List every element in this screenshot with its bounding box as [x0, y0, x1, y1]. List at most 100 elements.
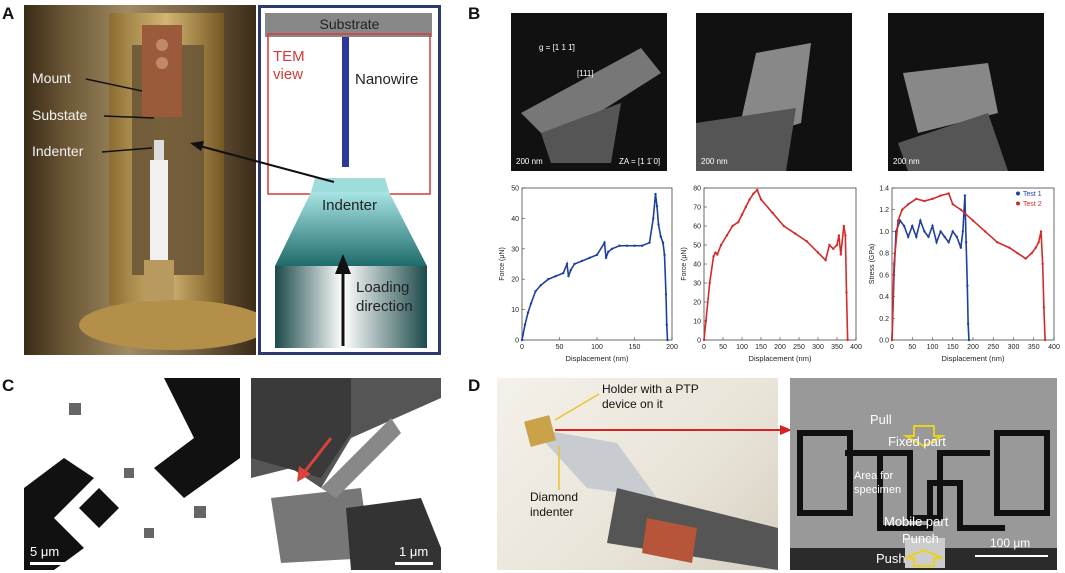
data-point: [652, 217, 655, 220]
sem-3-scale: 200 nm: [893, 157, 920, 166]
sem-image-3-illustration: [898, 63, 1008, 171]
holder-photo-illustration: [79, 13, 256, 350]
data-point: [964, 241, 968, 244]
y-tick-label: 80: [693, 186, 701, 193]
y-tick-label: 50: [693, 243, 701, 250]
y-tick-label: 50: [511, 186, 519, 193]
y-tick-label: 0: [697, 338, 701, 345]
y-tick-label: 0.8: [879, 251, 889, 258]
data-point: [702, 338, 706, 342]
ptp-sem-image: Pull Fixed part Area for specimen Mobile…: [790, 378, 1057, 570]
x-tick-label: 150: [755, 344, 767, 351]
tem-image-left-illustration: [24, 378, 240, 570]
y-tick-label: 60: [693, 224, 701, 231]
data-point: [959, 246, 963, 249]
data-point: [567, 274, 570, 278]
loading-label-2: direction: [356, 298, 413, 315]
data-point: [816, 251, 820, 254]
x-tick-label: 250: [793, 344, 805, 351]
y-axis-label: Stress (GPa): [869, 244, 876, 284]
data-point: [607, 250, 610, 254]
data-point: [1039, 230, 1043, 233]
data-point: [633, 244, 636, 247]
data-point: [839, 253, 842, 256]
data-point: [961, 230, 965, 233]
holder-label-2: device on it: [602, 397, 663, 411]
data-point: [610, 247, 614, 250]
data-point: [654, 192, 657, 196]
y-tick-label: 30: [511, 246, 519, 253]
data-point: [603, 241, 606, 244]
data-point: [661, 241, 665, 244]
y-tick-label: 40: [693, 262, 701, 269]
data-point: [554, 274, 557, 278]
data-point: [828, 243, 831, 247]
data-point: [911, 224, 914, 228]
y-tick-label: 10: [511, 307, 519, 314]
data-point: [573, 262, 576, 266]
data-point: [1034, 246, 1037, 249]
push-label: Push: [876, 551, 906, 566]
panel-label-d: D: [468, 376, 481, 395]
data-point: [547, 278, 550, 281]
data-point: [712, 255, 715, 258]
x-tick-label: 300: [1008, 344, 1020, 351]
data-point: [704, 319, 708, 323]
data-point: [708, 281, 711, 285]
x-tick-label: 50: [908, 344, 916, 351]
sem-image-1-illustration: [521, 48, 661, 163]
data-point: [595, 253, 599, 257]
zone-axis-label: ZA = [1 1̄ 0]: [619, 157, 661, 166]
data-point: [923, 199, 926, 203]
ptp-holder-photo: Holder with a PTP device on it Diamond i…: [497, 378, 778, 570]
data-point: [898, 219, 902, 222]
x-tick-label: 100: [736, 344, 748, 351]
data-point: [771, 211, 774, 214]
x-tick-label: 200: [774, 344, 786, 351]
data-point: [526, 311, 530, 314]
data-point: [939, 230, 942, 233]
data-point: [520, 338, 524, 342]
y-tick-label: 0.2: [879, 316, 889, 323]
sem-image-1: 200 nm g = [1 1 1̄] [111] ZA = [1 1̄ 0]: [511, 13, 667, 171]
data-point: [943, 235, 946, 239]
data-point: [844, 234, 847, 237]
data-point: [947, 241, 950, 244]
direction-label: [111]: [577, 69, 594, 78]
ptp-device-drawing: [790, 378, 1057, 570]
area-label-2: specimen: [854, 484, 902, 496]
diamond-label-1: Diamond: [530, 490, 579, 504]
x-tick-label: 250: [987, 344, 999, 351]
data-point: [919, 219, 922, 222]
panel-label-b: B: [468, 4, 481, 23]
x-tick-label: 0: [890, 344, 894, 351]
x-tick-label: 350: [831, 344, 843, 351]
x-tick-label: 400: [850, 344, 862, 351]
data-point: [725, 234, 728, 237]
data-point: [655, 205, 659, 208]
mobile-part-label: Mobile part: [884, 514, 949, 529]
data-point: [716, 253, 719, 256]
indenter-schematic-label: Indenter: [321, 197, 378, 214]
x-tick-label: 50: [719, 344, 727, 351]
x-tick-label: 100: [927, 344, 939, 351]
sem-image-2: 200 nm: [696, 13, 852, 171]
photo-pointer-lines-d: [554, 393, 600, 490]
x-tick-label: 0: [702, 344, 706, 351]
sem-2-scale: 200 nm: [701, 157, 728, 166]
data-point: [892, 262, 896, 266]
data-point: [1024, 257, 1027, 260]
data-point: [565, 262, 569, 266]
data-point: [569, 268, 572, 272]
loading-label-1: Loading: [356, 279, 410, 296]
data-point: [748, 198, 751, 201]
data-point: [640, 244, 644, 247]
y-tick-label: 1.2: [879, 207, 889, 214]
data-point: [927, 235, 930, 239]
data-point: [837, 234, 841, 237]
y-axis-label: Force (μN): [499, 247, 506, 281]
data-point: [604, 256, 608, 260]
panel-label-a: A: [2, 4, 15, 23]
y-tick-label: 20: [511, 277, 519, 284]
